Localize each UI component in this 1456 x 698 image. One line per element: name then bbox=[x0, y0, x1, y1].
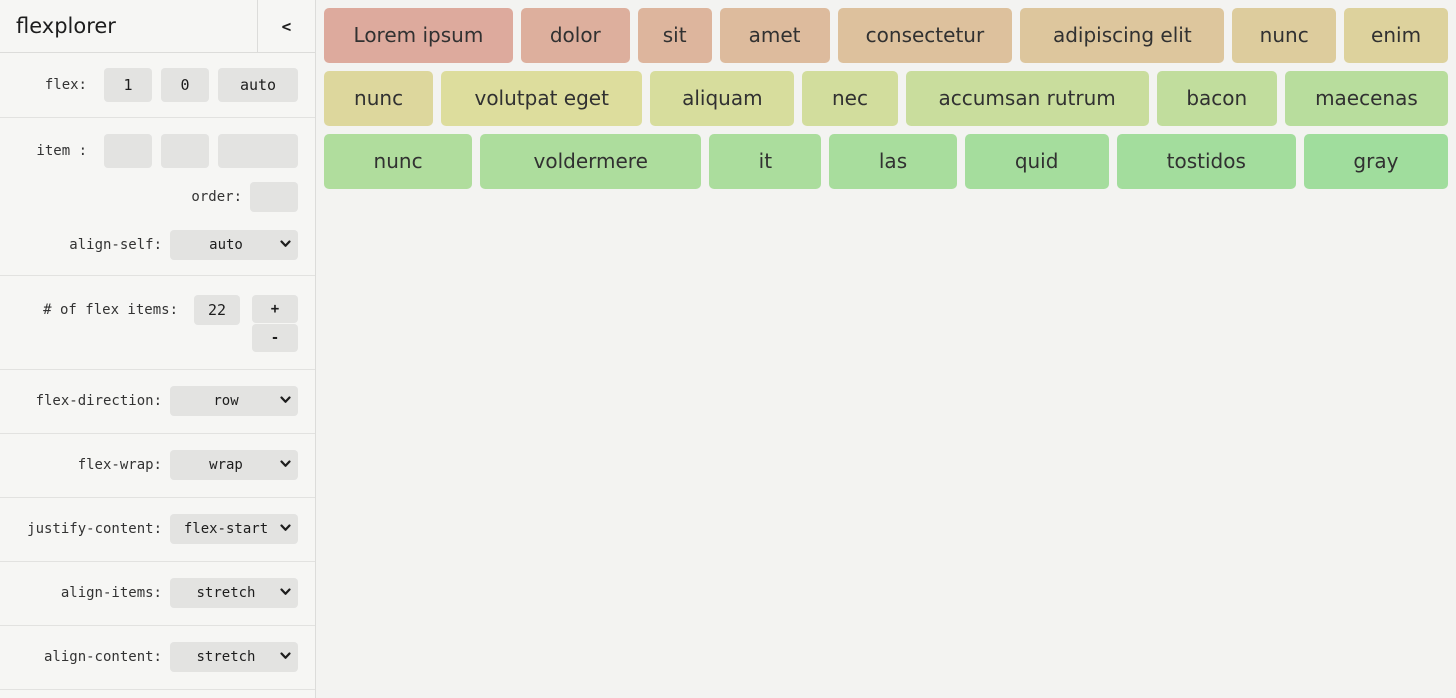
flex-section: flex: bbox=[0, 53, 315, 118]
flex-item: consectetur bbox=[837, 8, 1013, 63]
item-label: item : bbox=[36, 143, 87, 159]
chevron-down-icon bbox=[280, 460, 291, 467]
align-items-label: align-items: bbox=[60, 585, 162, 601]
sidebar: flexplorer < flex: item : order: align-s… bbox=[0, 0, 316, 698]
chevron-down-icon bbox=[280, 240, 291, 247]
justify-content-value: flex-start bbox=[183, 521, 269, 537]
count-section: # of flex items: + - bbox=[0, 276, 315, 370]
chevron-down-icon bbox=[280, 396, 291, 403]
flex-item: bacon bbox=[1156, 71, 1277, 126]
count-stepper: + - bbox=[252, 295, 298, 352]
flex-basis-input[interactable] bbox=[218, 68, 298, 102]
order-input[interactable] bbox=[250, 182, 298, 212]
flex-item: voldermere bbox=[480, 134, 702, 189]
chevron-down-icon bbox=[280, 524, 291, 531]
sidebar-header: flexplorer < bbox=[0, 0, 315, 53]
align-items-value: stretch bbox=[196, 585, 256, 601]
item-section: item : order: align-self: auto bbox=[0, 118, 315, 276]
align-self-label: align-self: bbox=[69, 237, 162, 253]
flex-item: quid bbox=[964, 134, 1109, 189]
flex-label: flex: bbox=[44, 77, 87, 93]
align-self-select[interactable]: auto bbox=[170, 230, 298, 260]
item-flex-basis-input[interactable] bbox=[218, 134, 298, 168]
flex-direction-select[interactable]: row bbox=[170, 386, 298, 416]
count-label: # of flex items: bbox=[43, 302, 178, 318]
chevron-down-icon bbox=[280, 588, 291, 595]
order-label: order: bbox=[191, 189, 242, 205]
flex-item: las bbox=[829, 134, 957, 189]
align-content-value: stretch bbox=[196, 649, 256, 665]
flex-item: maecenas bbox=[1284, 71, 1448, 126]
flex-item: nunc bbox=[324, 134, 473, 189]
chevron-left-icon: < bbox=[281, 16, 292, 36]
flex-item: nunc bbox=[324, 71, 434, 126]
flex-item: aliquam bbox=[650, 71, 795, 126]
count-input[interactable] bbox=[194, 295, 240, 325]
flex-item: gray bbox=[1303, 134, 1448, 189]
increment-button[interactable]: + bbox=[252, 295, 298, 323]
flex-item: accumsan rutrum bbox=[905, 71, 1149, 126]
align-content-select[interactable]: stretch bbox=[170, 642, 298, 672]
item-flex-grow-input[interactable] bbox=[104, 134, 152, 168]
item-flex-shrink-input[interactable] bbox=[161, 134, 209, 168]
flex-grow-input[interactable] bbox=[104, 68, 152, 102]
flex-item: it bbox=[709, 134, 822, 189]
align-items-select[interactable]: stretch bbox=[170, 578, 298, 608]
flex-wrap-select[interactable]: wrap bbox=[170, 450, 298, 480]
collapse-sidebar-button[interactable]: < bbox=[257, 0, 315, 52]
flex-item: Lorem ipsum bbox=[324, 8, 513, 63]
flex-item: enim bbox=[1344, 8, 1448, 63]
flex-item: dolor bbox=[520, 8, 630, 63]
flex-item: tostidos bbox=[1116, 134, 1296, 189]
flex-shrink-input[interactable] bbox=[161, 68, 209, 102]
flex-direction-value: row bbox=[213, 393, 239, 409]
app-title: flexplorer bbox=[16, 14, 116, 38]
flex-item: nunc bbox=[1232, 8, 1337, 63]
flex-item: volutpat eget bbox=[441, 71, 643, 126]
flex-wrap-label: flex-wrap: bbox=[77, 457, 162, 473]
flex-item: nec bbox=[802, 71, 898, 126]
flex-direction-label: flex-direction: bbox=[35, 393, 162, 409]
align-content-label: align-content: bbox=[43, 649, 162, 665]
justify-content-label: justify-content: bbox=[27, 521, 162, 537]
chevron-down-icon bbox=[280, 652, 291, 659]
flex-item: adipiscing elit bbox=[1020, 8, 1225, 63]
property-select-rows: flex-direction: row flex-wrap: wrap just… bbox=[0, 370, 315, 690]
flex-item: sit bbox=[637, 8, 712, 63]
align-self-value: auto bbox=[209, 237, 243, 253]
flex-item: amet bbox=[719, 8, 830, 63]
justify-content-select[interactable]: flex-start bbox=[170, 514, 298, 544]
decrement-button[interactable]: - bbox=[252, 324, 298, 352]
flex-wrap-value: wrap bbox=[209, 457, 243, 473]
